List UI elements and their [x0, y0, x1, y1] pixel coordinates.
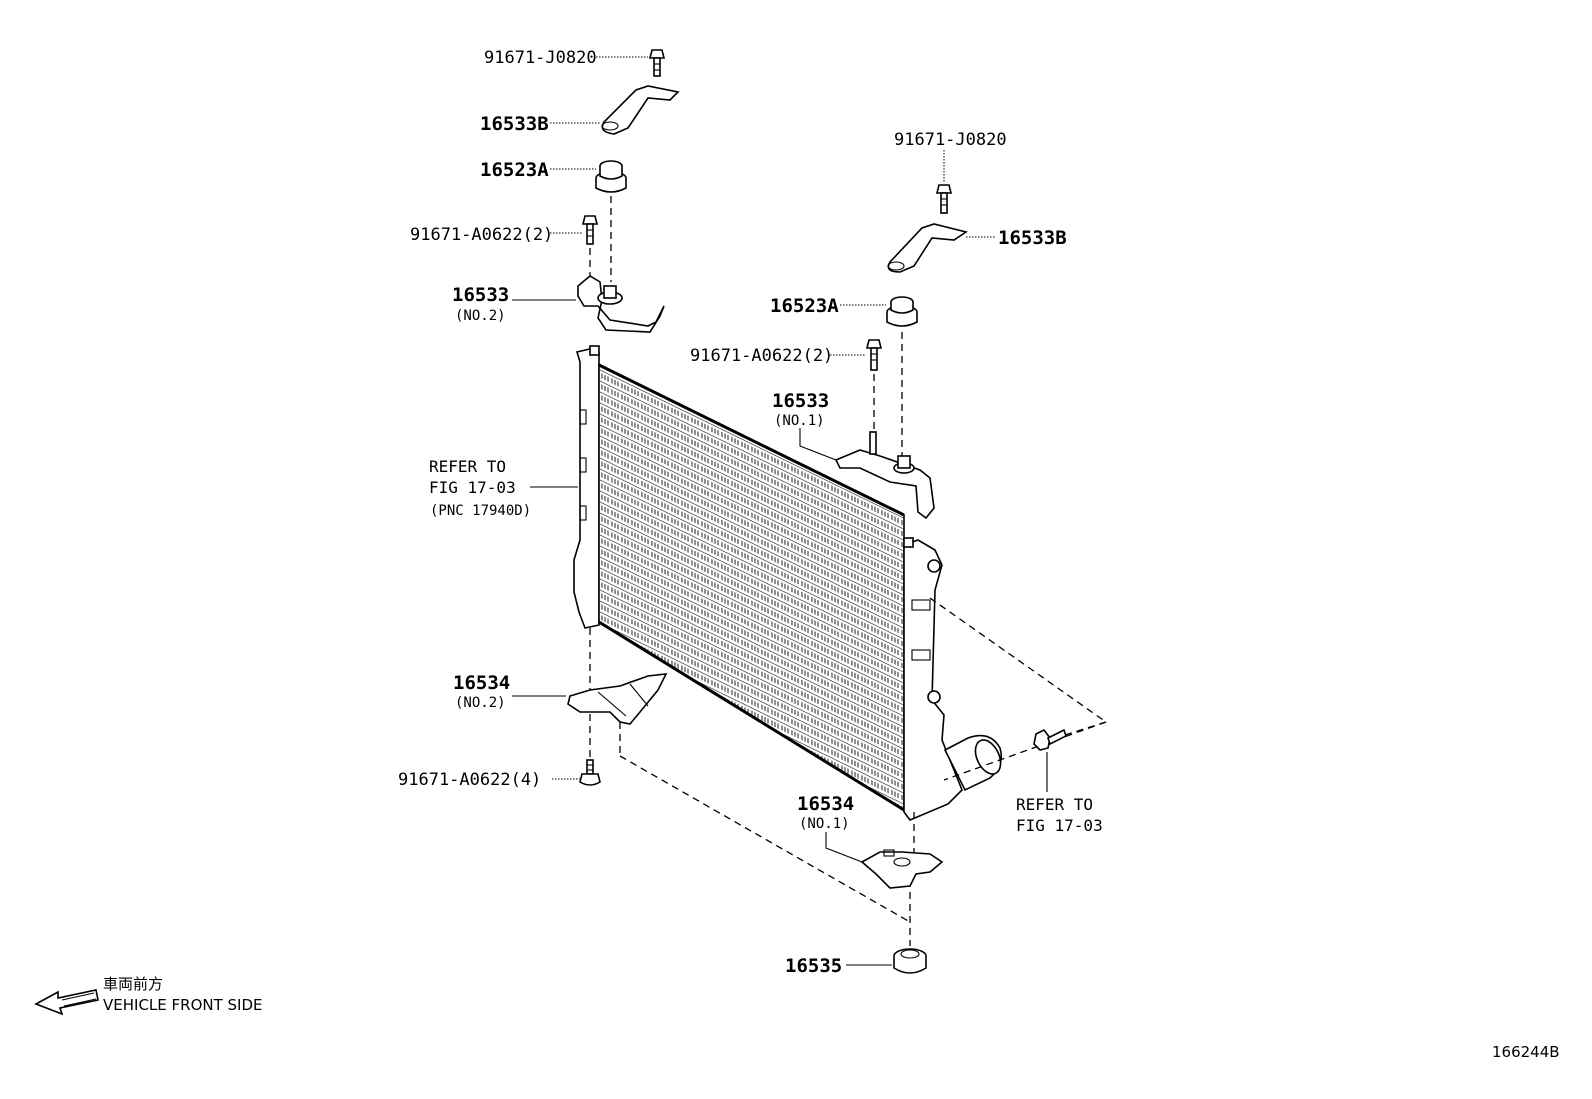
label-support-16534-no2-sub: (NO.2): [455, 695, 506, 711]
radiator-assembly[interactable]: [573, 345, 1006, 821]
radiator-top-pin-left: [589, 345, 600, 356]
tank-boss: [927, 690, 941, 704]
label-support-16533-no1: 16533: [772, 390, 829, 412]
cushion-16523a-left[interactable]: [595, 160, 627, 193]
radiator-core: [598, 363, 905, 812]
label-refer-left-2: FIG 17-03: [429, 478, 516, 497]
legend-english: VEHICLE FRONT SIDE: [103, 996, 263, 1014]
label-support-16534-no1-sub: (NO.1): [799, 816, 850, 832]
arrow-left-icon: [34, 989, 99, 1016]
label-bolt-a0622-right: 91671-A0622(2): [690, 346, 833, 366]
bolt-91671-a0622-bottom[interactable]: [579, 759, 601, 786]
label-bolt-a0622-left: 91671-A0622(2): [410, 225, 553, 245]
diagram-id: 166244B: [1492, 1043, 1560, 1061]
bolt-91671-j0820-right[interactable]: [935, 184, 953, 214]
label-cushion-16523a-right: 16523A: [770, 295, 839, 317]
label-support-16533-no2-sub: (NO.2): [455, 308, 506, 324]
label-bracket-16533b-left: 16533B: [480, 113, 549, 135]
support-16534-no2[interactable]: [567, 673, 668, 725]
tank-tab: [579, 505, 587, 521]
cushion-16535[interactable]: [893, 948, 927, 974]
label-support-16533-no2: 16533: [452, 284, 509, 306]
tank-tab: [579, 457, 587, 473]
radiator-right-tank: [903, 539, 963, 821]
bolt-91671-j0820-left[interactable]: [648, 49, 666, 77]
dashed-guide: [943, 721, 1107, 781]
support-16534-no1[interactable]: [860, 849, 944, 889]
cushion-16523a-right[interactable]: [886, 296, 918, 327]
bracket-16533b-left[interactable]: [601, 85, 680, 135]
dashed-guide: [929, 597, 1107, 723]
dashed-guide: [619, 755, 911, 923]
radiator-top-pin-right: [903, 537, 914, 548]
label-cushion-16535: 16535: [785, 955, 842, 977]
label-support-16534-no1: 16534: [797, 793, 854, 815]
tank-tab: [579, 409, 587, 425]
label-refer-right-1: REFER TO: [1016, 795, 1093, 814]
legend-japanese: 車両前方: [103, 975, 163, 993]
support-16533-no1[interactable]: [834, 431, 935, 520]
tank-tab: [911, 599, 931, 611]
bolt-refer-right[interactable]: [1033, 728, 1067, 751]
label-bolt-a0622-bottom: 91671-A0622(4): [398, 770, 541, 790]
dashed-guide: [1061, 721, 1107, 737]
bracket-16533b-right[interactable]: [887, 223, 968, 273]
label-cushion-16523a-left: 16523A: [480, 159, 549, 181]
bolt-91671-a0622-right[interactable]: [865, 339, 883, 371]
label-bracket-16533b-right: 16533B: [998, 227, 1067, 249]
label-refer-right-2: FIG 17-03: [1016, 816, 1103, 835]
label-refer-left-1: REFER TO: [429, 457, 506, 476]
tank-tab: [911, 649, 931, 661]
radiator-left-tank: [573, 347, 600, 629]
label-support-16533-no1-sub: (NO.1): [774, 413, 825, 429]
bolt-91671-a0622-left[interactable]: [581, 215, 599, 245]
tank-boss: [927, 559, 941, 573]
label-bolt-top-left: 91671-J0820: [484, 48, 597, 68]
outlet-pipe-end: [974, 739, 1002, 775]
support-16533-no2[interactable]: [577, 275, 665, 333]
label-refer-left-3: (PNC 17940D): [430, 503, 531, 519]
label-support-16534-no2: 16534: [453, 672, 510, 694]
label-bolt-top-right: 91671-J0820: [894, 130, 1007, 150]
